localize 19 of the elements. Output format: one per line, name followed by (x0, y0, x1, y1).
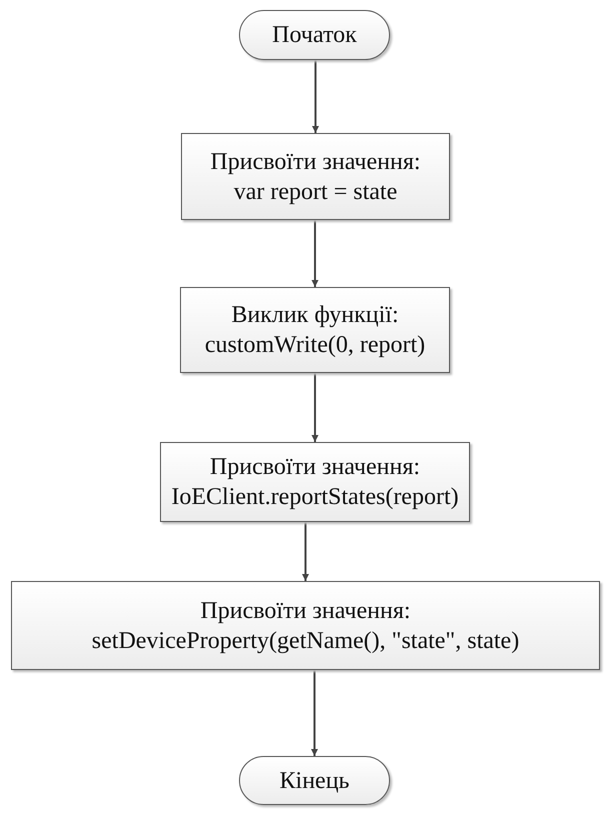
code-text: customWrite(0, report) (204, 331, 426, 360)
box-heading: Присвоїти значення: (210, 453, 420, 482)
terminal-label: Початок (272, 21, 357, 50)
terminal-label: Кінець (280, 766, 350, 796)
arrow (312, 60, 319, 133)
arrow (302, 522, 309, 581)
arrow (311, 670, 318, 756)
code-text: setDeviceProperty(getName(), "state", state) (92, 626, 520, 656)
arrow (312, 220, 318, 287)
code-text: IoEClient.reportStates(report) (171, 483, 459, 512)
code-text: var report = state (234, 178, 398, 206)
box-heading: Присвоїти значення: (210, 148, 421, 176)
process-box (181, 133, 450, 220)
process-box (160, 442, 470, 522)
process-box (11, 581, 600, 670)
arrow (312, 373, 318, 442)
box-heading: Виклик функції: (231, 301, 399, 330)
box-heading: Присвоїти значення: (200, 596, 411, 626)
process-box (180, 287, 450, 373)
